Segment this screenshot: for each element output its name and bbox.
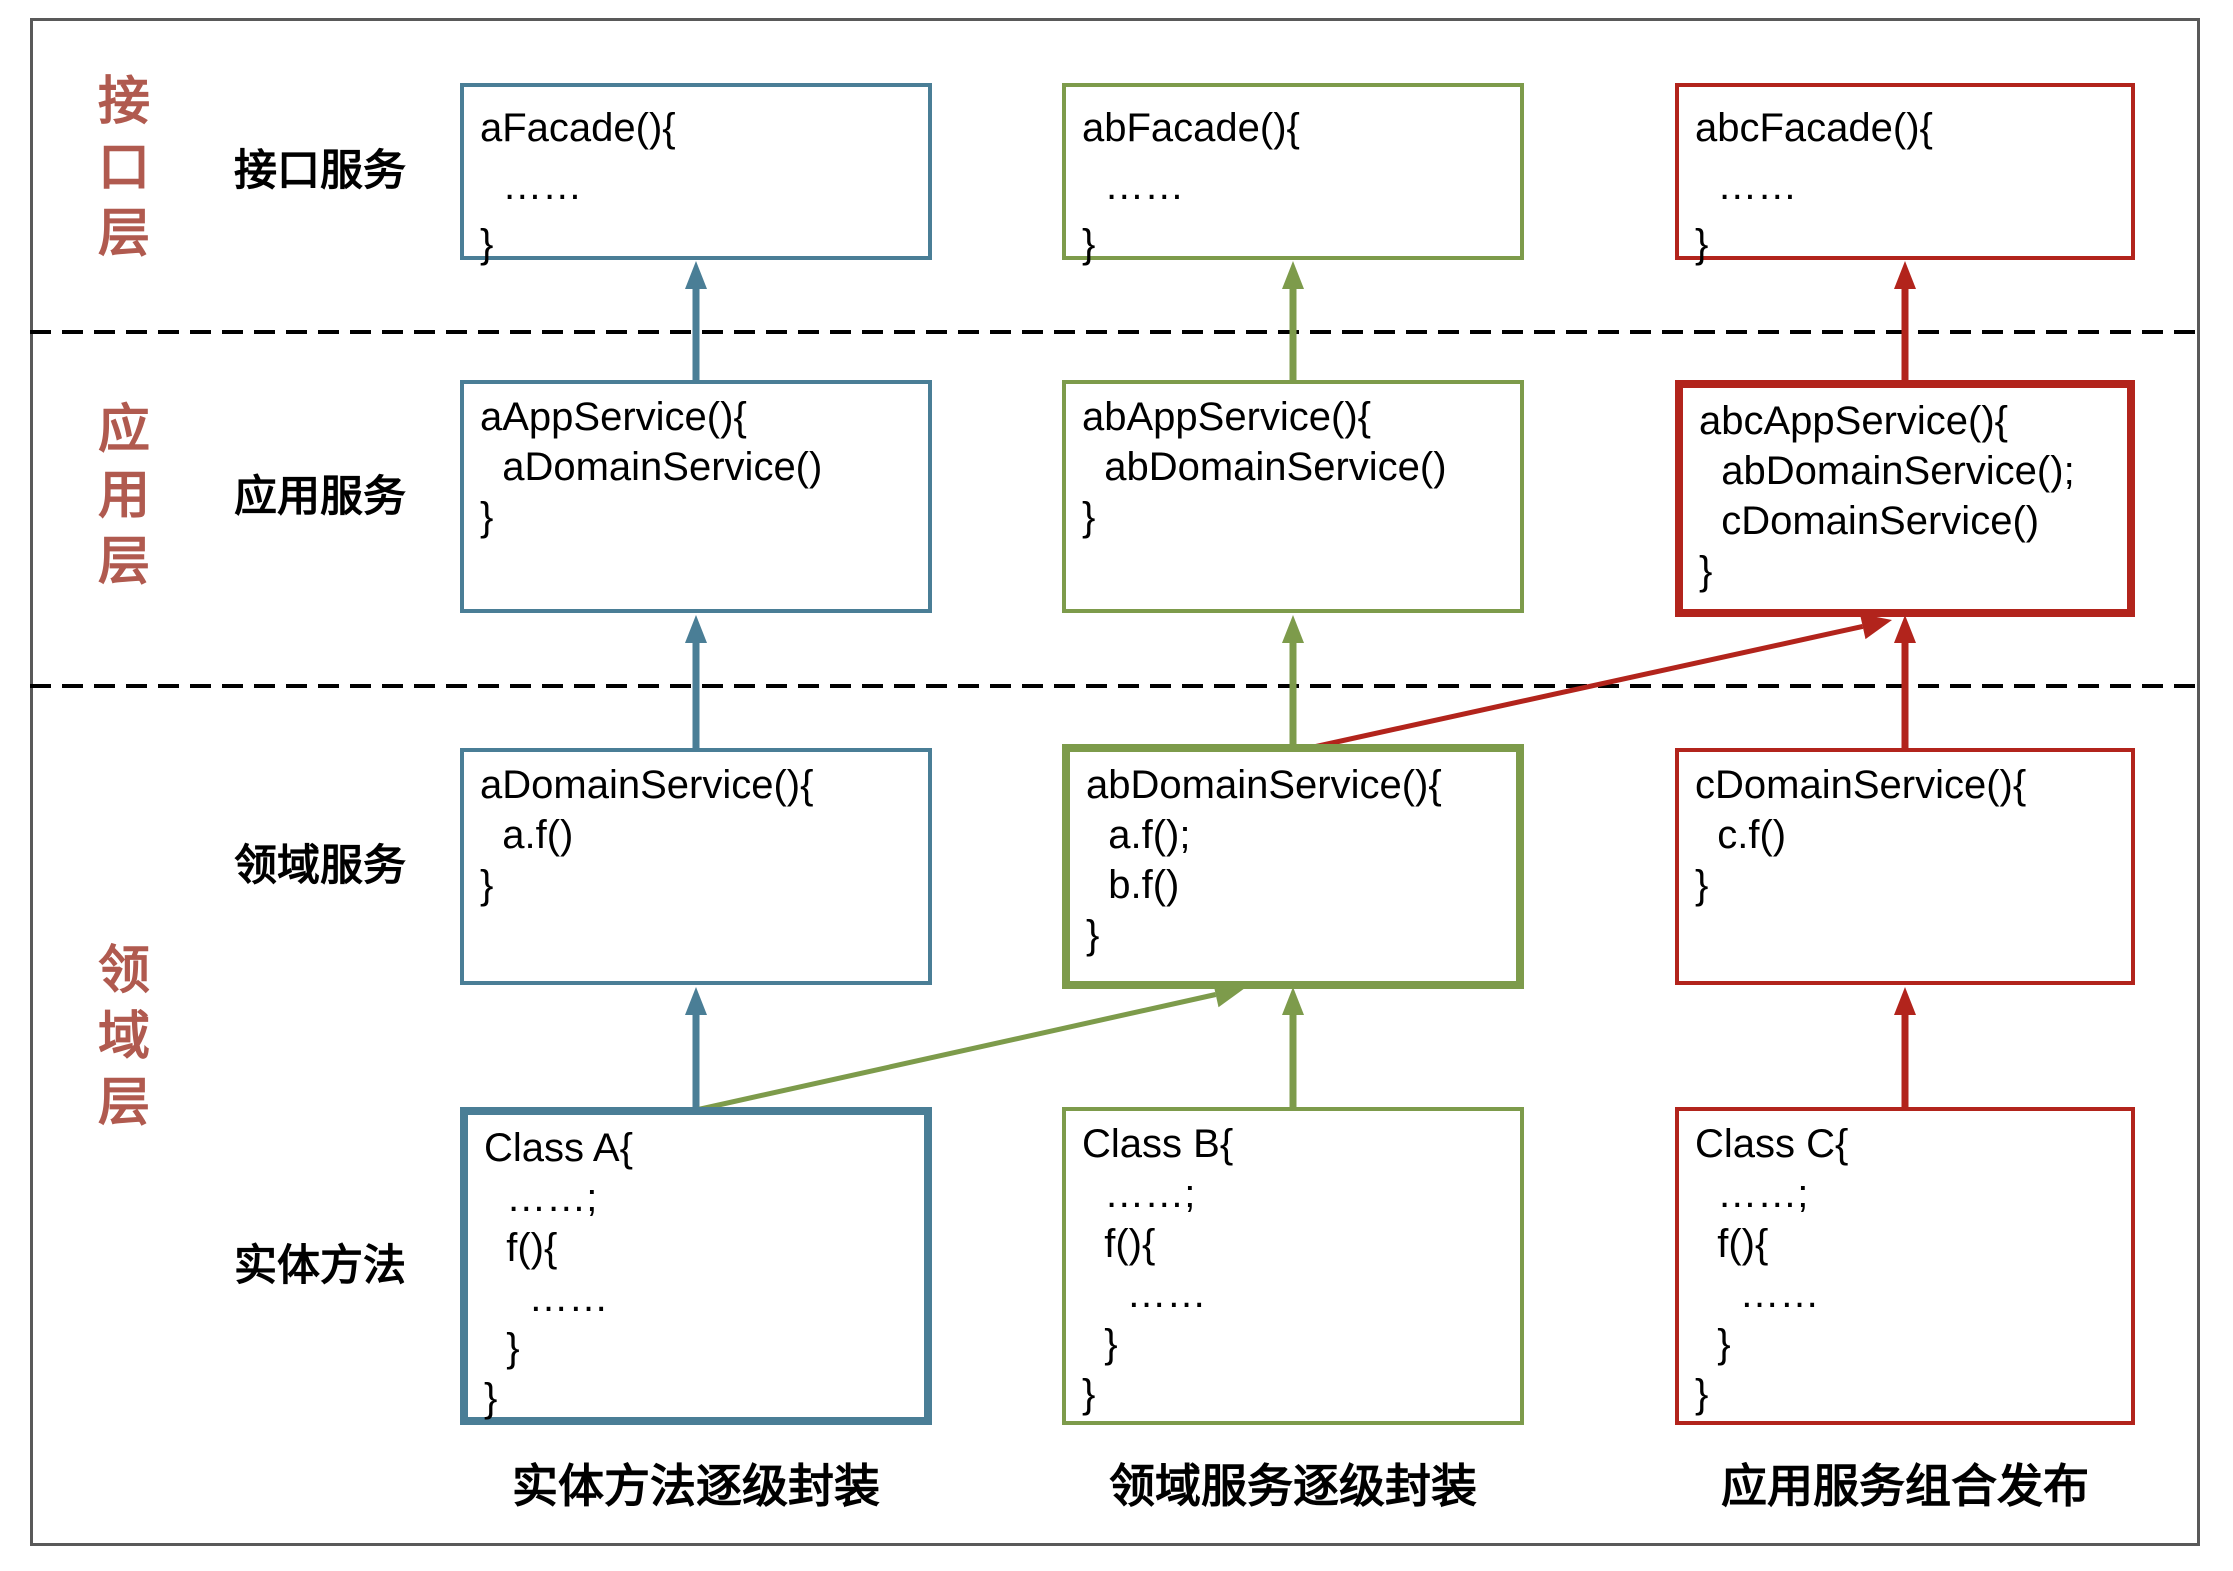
box-ab-appservice: abAppService(){ abDomainService() }	[1062, 380, 1524, 613]
arrow-c-domainservice-to-appservice	[1894, 615, 1916, 748]
arrow-ab-domainservice-to-abc-appservice	[1299, 613, 1892, 753]
arrow-abc-appservice-to-facade	[1894, 261, 1916, 380]
caption-app-service-composition: 应用服务组合发布	[1721, 1460, 2089, 1512]
box-abc-appservice: abcAppService(){ abDomainService(); cDom…	[1675, 380, 2135, 617]
box-abc-facade: abcFacade(){ …… }	[1675, 83, 2135, 266]
box-class-b: Class B{ ……; f(){ …… } }	[1062, 1107, 1524, 1425]
row-label-entity-method: 实体方法	[234, 1242, 406, 1290]
box-class-c: Class C{ ……; f(){ …… } }	[1675, 1107, 2135, 1425]
layer-label-interface: 接 口 层	[97, 73, 150, 263]
box-ab-facade: abFacade(){ …… }	[1062, 83, 1524, 266]
arrow-a-domainservice-to-appservice	[685, 615, 707, 748]
outer-border	[30, 18, 2200, 1546]
box-a-appservice: aAppService(){ aDomainService() }	[460, 380, 932, 613]
box-class-a: Class A{ ……; f(){ …… } }	[460, 1107, 932, 1425]
arrow-class-a-to-ab-domainservice	[695, 981, 1245, 1113]
layer-label-domain: 领 域 层	[97, 942, 150, 1132]
box-a-domainservice: aDomainService(){ a.f() }	[460, 748, 932, 985]
layer-label-application: 应 用 层	[97, 401, 150, 591]
caption-domain-service-wrapping: 领域服务逐级封装	[1109, 1460, 1477, 1512]
arrow-ab-appservice-to-facade	[1282, 261, 1304, 380]
box-ab-domainservice: abDomainService(){ a.f(); b.f() }	[1062, 744, 1524, 989]
arrow-class-c-to-domainservice	[1894, 987, 1916, 1107]
row-label-interface-service: 接口服务	[234, 147, 406, 195]
row-label-domain-service: 领域服务	[234, 842, 406, 890]
arrow-class-b-to-domainservice	[1282, 987, 1304, 1107]
arrow-a-appservice-to-facade	[685, 261, 707, 380]
row-label-application-service: 应用服务	[234, 473, 406, 521]
arrow-ab-domainservice-to-appservice	[1282, 615, 1304, 748]
box-a-facade: aFacade(){ …… }	[460, 83, 932, 266]
box-c-domainservice: cDomainService(){ c.f() }	[1675, 748, 2135, 985]
arrow-class-a-to-domainservice	[685, 987, 707, 1107]
caption-entity-method-wrapping: 实体方法逐级封装	[512, 1460, 880, 1512]
